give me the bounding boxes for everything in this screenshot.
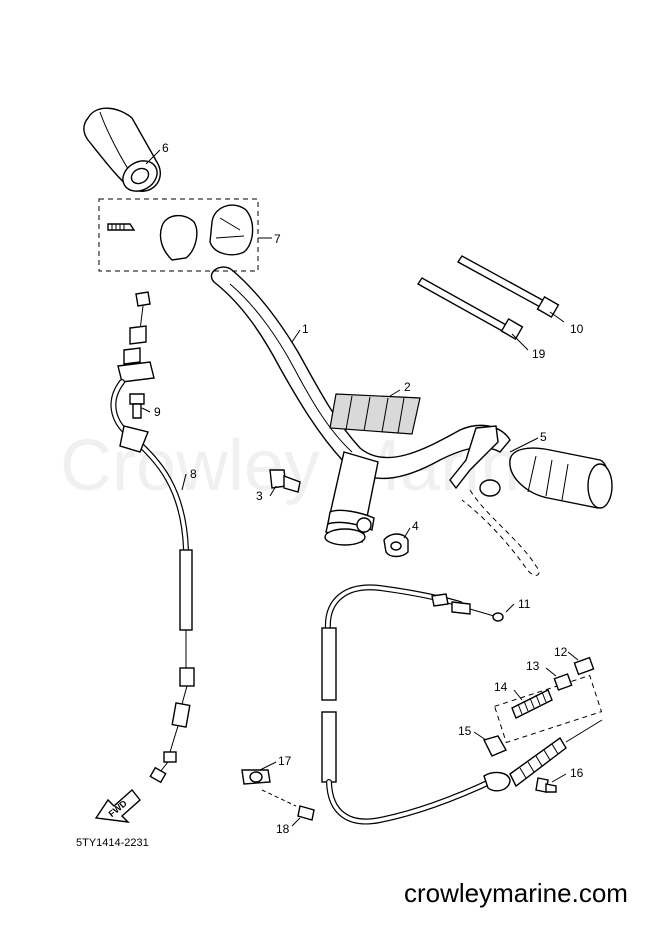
bolt-9 <box>129 393 145 419</box>
callout-7: 7 <box>274 232 281 246</box>
callout-19: 19 <box>532 347 546 361</box>
left-grip <box>83 107 161 192</box>
callout-13: 13 <box>526 659 540 673</box>
nut-13 <box>553 673 573 691</box>
callout-12: 12 <box>554 645 568 659</box>
bracket-15 <box>482 735 507 757</box>
callout-15: 15 <box>458 724 472 738</box>
cable-tie-19 <box>416 277 524 341</box>
bolt-16 <box>535 777 557 793</box>
callout-3: 3 <box>256 489 263 503</box>
callout-6: 6 <box>162 141 169 155</box>
callout-8: 8 <box>190 467 197 481</box>
throttle-housing <box>98 198 259 272</box>
callout-16: 16 <box>570 766 584 780</box>
cable-tie-10 <box>456 255 560 319</box>
callout-1: 1 <box>302 322 309 336</box>
right-grip-lever <box>449 425 613 576</box>
leader-lines <box>141 149 579 827</box>
callout-9: 9 <box>154 405 161 419</box>
callout-17: 17 <box>278 754 292 768</box>
callout-11: 11 <box>518 597 531 611</box>
callout-14: 14 <box>494 680 508 694</box>
clamp-17 <box>241 769 271 785</box>
bolt-18 <box>261 789 315 821</box>
callout-2: 2 <box>404 380 411 394</box>
adjuster-nut-12 <box>573 656 595 676</box>
site-url: crowleymarine.com <box>404 878 628 908</box>
callout-4: 4 <box>412 519 419 533</box>
diagram-code: 5TY1414-2231 <box>76 837 149 849</box>
decal-pad <box>329 393 421 435</box>
lever-cable <box>321 584 603 825</box>
callout-10: 10 <box>570 322 584 336</box>
nut-4 <box>383 533 409 558</box>
throttle-cable <box>110 291 195 784</box>
callout-18: 18 <box>276 822 290 836</box>
spring-14 <box>511 689 553 719</box>
handlebar <box>210 266 511 546</box>
callout-5: 5 <box>540 430 547 444</box>
forward-arrow-icon: FWD <box>94 788 141 823</box>
bolt-3 <box>269 469 301 493</box>
